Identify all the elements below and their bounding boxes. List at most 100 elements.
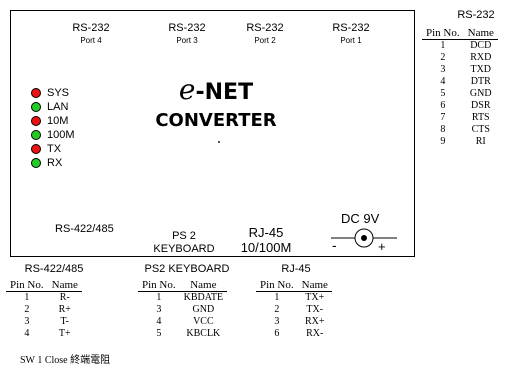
led-sys: SYS xyxy=(31,87,69,99)
table-row: 5 KBCLK xyxy=(138,328,227,340)
table-row: 1 KBDATE xyxy=(138,292,227,305)
pin-number: 1 xyxy=(440,40,446,51)
pin-number: 2 xyxy=(24,304,30,315)
pin-number: 8 xyxy=(440,124,446,135)
pin-number: 1 xyxy=(274,292,280,303)
col-header: Name xyxy=(297,278,332,292)
port1-sub: Port 1 xyxy=(340,36,362,45)
col-header: Name xyxy=(179,278,228,292)
pin-name: KBCLK xyxy=(186,328,221,339)
device-panel: RS-232 Port 4 RS-232 Port 3 RS-232 Port … xyxy=(10,10,415,257)
table-row: 2 TX- xyxy=(256,304,332,316)
led-list: SYS LAN 10M 100M TX RX xyxy=(31,87,101,177)
pin-number: 5 xyxy=(156,328,162,339)
pin-name: RI xyxy=(475,136,486,147)
pin-number: 4 xyxy=(24,328,30,339)
table-row: 3 RX+ xyxy=(256,316,332,328)
dc-label: DC 9V xyxy=(341,211,380,226)
port2-name: RS-232 xyxy=(246,22,284,34)
table-row: 1 DCD xyxy=(422,40,498,53)
table-row: 3 T- xyxy=(6,316,82,328)
dc-plus: + xyxy=(378,239,386,254)
pin-name: R+ xyxy=(58,304,71,315)
led-indicator-icon xyxy=(31,102,41,112)
sw-note: SW 1 Close 終端電阻 xyxy=(20,355,111,366)
pin-name: KBDATE xyxy=(183,292,224,303)
pin-name: VCC xyxy=(193,316,214,327)
rs422-table-title: RS-422/485 xyxy=(24,263,84,275)
col-header: Pin No. xyxy=(422,26,464,40)
pin-number: 5 xyxy=(440,88,446,99)
led-indicator-icon xyxy=(31,144,41,154)
brand-net: -NET xyxy=(195,80,254,105)
pin-name: CTS xyxy=(471,124,490,135)
table-row: 8 CTS xyxy=(422,124,498,136)
pin-number: 3 xyxy=(24,316,30,327)
pin-name: T+ xyxy=(58,328,71,339)
pin-number: 6 xyxy=(440,100,446,111)
rj45-label-line2: 10/100M xyxy=(240,240,292,255)
pin-number: 2 xyxy=(274,304,280,315)
pin-name: DSR xyxy=(471,100,491,111)
pin-name: GND xyxy=(469,88,492,99)
port4-name: RS-232 xyxy=(72,22,110,34)
col-header: Name xyxy=(47,278,82,292)
table-row: 7 RTS xyxy=(422,112,498,124)
table-row: 4 T+ xyxy=(6,328,82,340)
led-indicator-icon xyxy=(31,158,41,168)
pin-number: 6 xyxy=(274,328,280,339)
pin-name: GND xyxy=(192,304,215,315)
pin-number: 1 xyxy=(156,292,162,303)
led-10m: 10M xyxy=(31,115,68,127)
rj45-pin-table: Pin No.Name 1 TX+ 2 TX- 3 RX+ 6 RX- xyxy=(256,278,332,340)
pin-name: RX- xyxy=(306,328,324,339)
pin-number: 3 xyxy=(274,316,280,327)
rs422-pin-table: Pin No.Name 1 R- 2 R+ 3 T- 4 T+ xyxy=(6,278,82,340)
led-100m: 100M xyxy=(31,129,75,141)
led-indicator-icon xyxy=(31,116,41,126)
port1-name: RS-232 xyxy=(332,22,370,34)
pin-name: RX+ xyxy=(304,316,325,327)
col-header: Pin No. xyxy=(256,278,298,292)
pin-name: RTS xyxy=(471,112,490,123)
col-header: Name xyxy=(463,26,498,40)
pin-name: R- xyxy=(59,292,70,303)
port2-sub: Port 2 xyxy=(254,36,276,45)
pin-number: 9 xyxy=(440,136,446,147)
rs422-label: RS-422/485 xyxy=(55,223,114,235)
rj45-label-line1: RJ-45 xyxy=(248,225,284,240)
pin-number: 3 xyxy=(440,64,446,75)
pin-name: TX- xyxy=(306,304,324,315)
table-row: 2 R+ xyxy=(6,304,82,316)
brand-subtitle: CONVERTER xyxy=(155,110,277,131)
pin-name: TXD xyxy=(470,64,492,75)
pin-number: 4 xyxy=(440,76,446,87)
pin-number: 7 xyxy=(440,112,446,123)
pin-number: 1 xyxy=(24,292,30,303)
port3-name: RS-232 xyxy=(168,22,206,34)
table-row: 1 TX+ xyxy=(256,292,332,305)
port4-sub: Port 4 xyxy=(80,36,102,45)
table-row: 6 DSR xyxy=(422,100,498,112)
table-row: 3 GND xyxy=(138,304,227,316)
pin-number: 3 xyxy=(156,304,162,315)
pin-name: DCD xyxy=(470,40,492,51)
pin-number: 4 xyxy=(156,316,162,327)
table-row: 5 GND xyxy=(422,88,498,100)
table-row: 3 TXD xyxy=(422,64,498,76)
pin-name: TX+ xyxy=(305,292,325,303)
pin-name: RXD xyxy=(470,52,492,63)
led-indicator-icon xyxy=(31,130,41,140)
ps2-table-title: PS2 KEYBOARD xyxy=(144,263,230,275)
port3-sub: Port 3 xyxy=(176,36,198,45)
table-row: 1 R- xyxy=(6,292,82,305)
table-row: 9 RI xyxy=(422,136,498,148)
table-row: 4 VCC xyxy=(138,316,227,328)
led-rx: RX xyxy=(31,157,62,169)
col-header: Pin No. xyxy=(6,278,48,292)
pin-name: T- xyxy=(60,316,70,327)
brand-e: e xyxy=(178,73,196,106)
